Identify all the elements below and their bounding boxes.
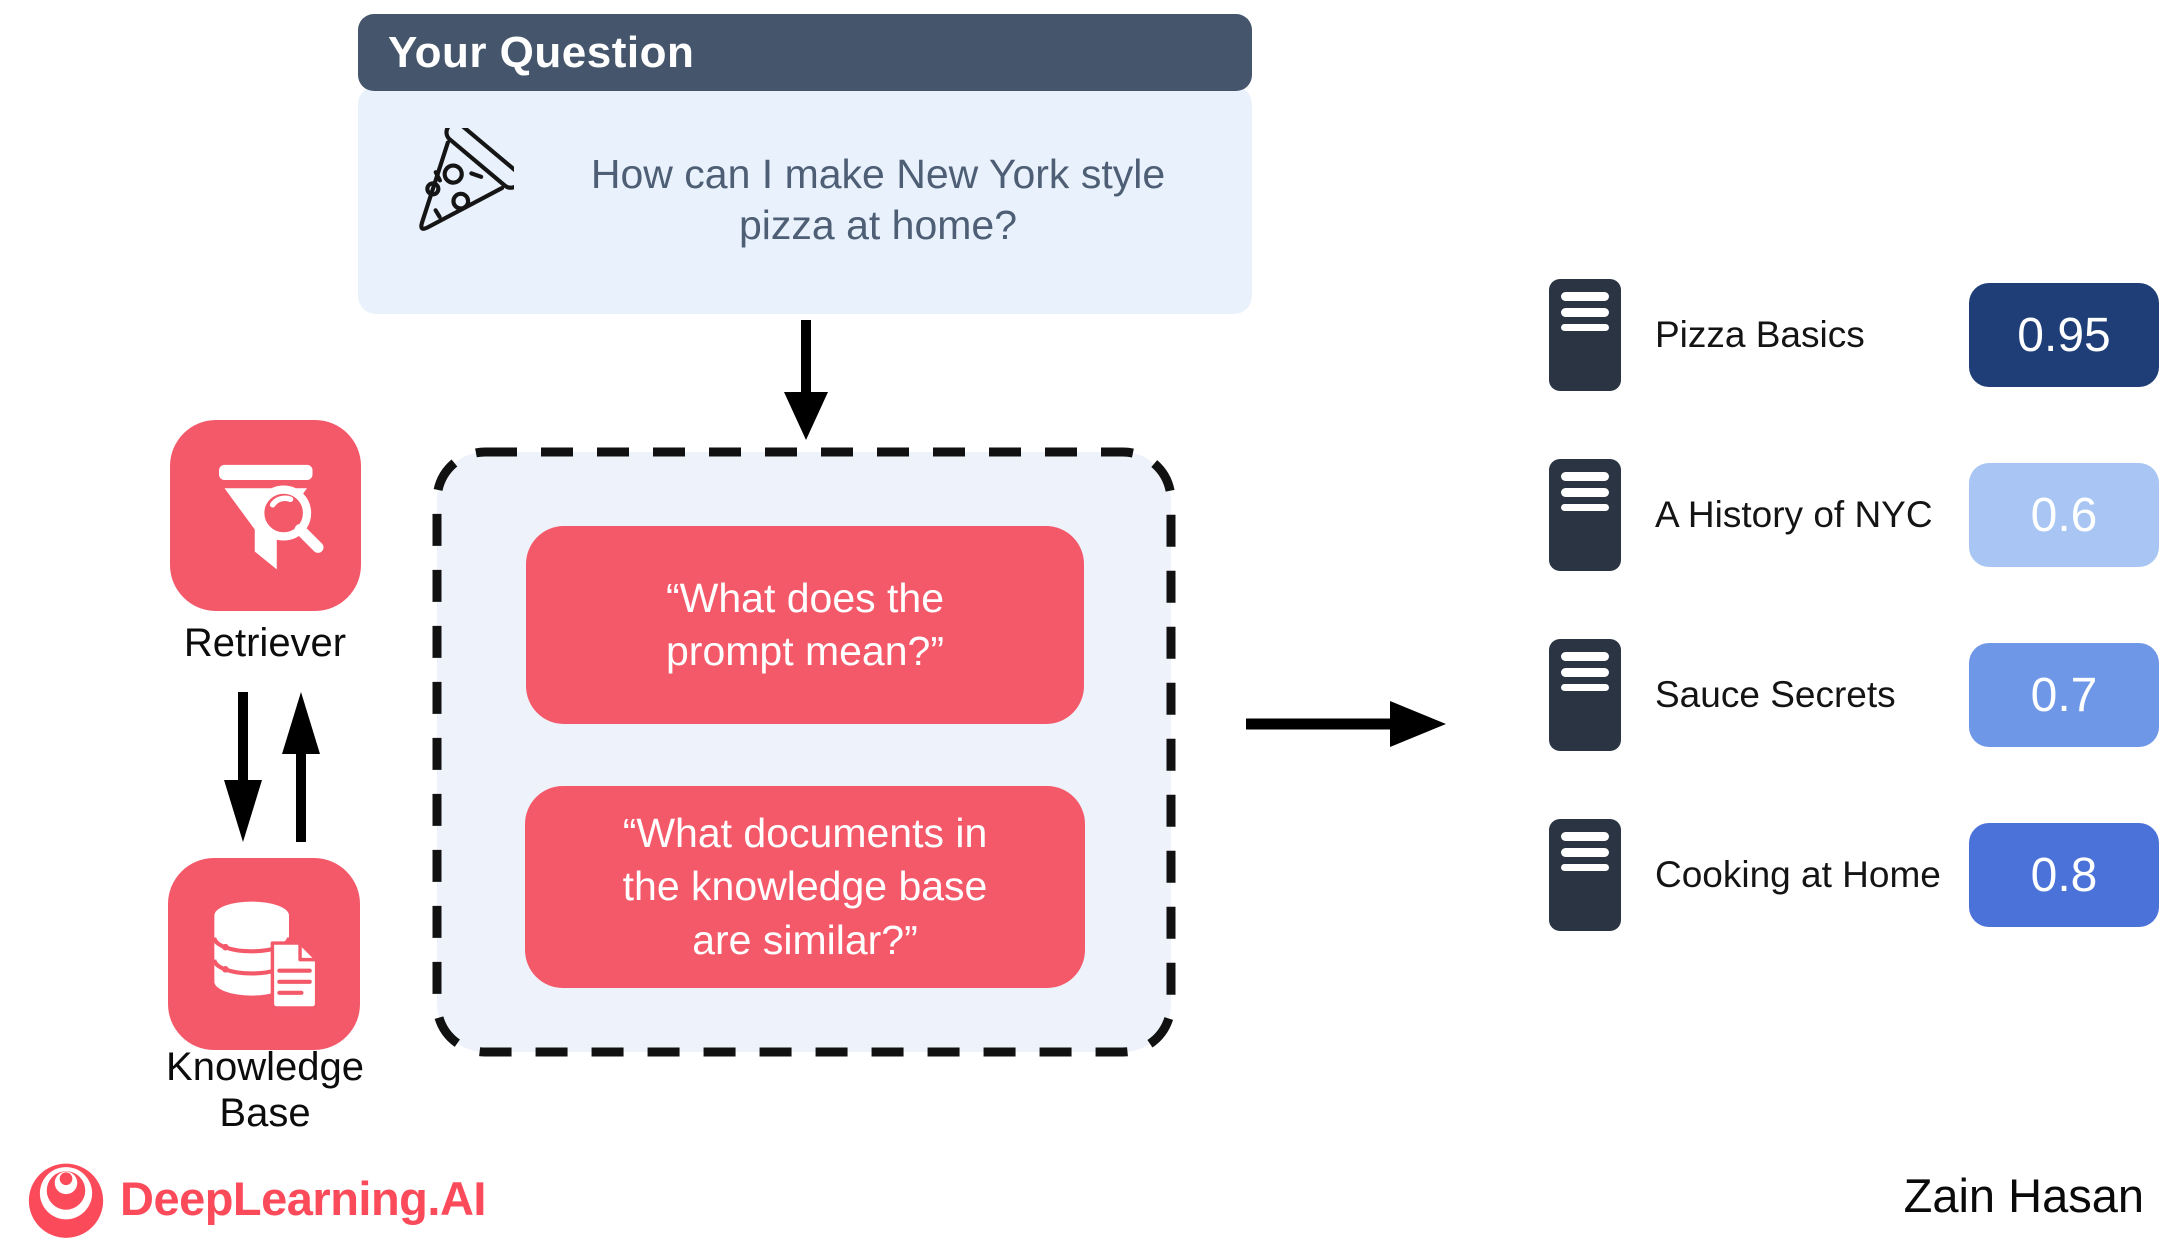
document-icon	[1549, 639, 1621, 751]
question-panel	[358, 86, 1252, 314]
result-title: Pizza Basics	[1655, 314, 1865, 355]
knowledge-base-label: Knowledge Base	[95, 1044, 435, 1136]
retriever-label: Retriever	[183, 621, 347, 665]
score-badge: 0.95	[1969, 283, 2159, 387]
result-row-sauce-secrets: Sauce Secrets 0.7	[1549, 636, 2159, 754]
question-panel-title: Your Question	[388, 27, 695, 77]
funnel-search-icon	[218, 464, 324, 570]
deeplearning-ai-logo: DeepLearning.AI	[22, 1150, 486, 1246]
document-icon	[1549, 279, 1621, 391]
result-row-history-of-nyc: A History of NYC 0.6	[1549, 456, 2159, 574]
kb-label-line: Knowledge	[166, 1045, 364, 1089]
question-text-line: How can I make New York style	[590, 150, 1166, 197]
kb-label-line: Base	[219, 1091, 311, 1135]
result-title: Sauce Secrets	[1655, 674, 1896, 715]
question-text: How can I make New York style pizza at h…	[520, 88, 1236, 312]
bubble-line: “What does the	[665, 574, 945, 621]
deeplearning-ai-wordmark: DeepLearning.AI	[120, 1171, 486, 1225]
result-title: Cooking at Home	[1655, 854, 1941, 895]
query-bubble-similar-documents: “What documents in the knowledge base ar…	[525, 786, 1085, 988]
result-row-pizza-basics: Pizza Basics 0.95	[1549, 276, 2159, 394]
knowledge-base-tile	[168, 858, 360, 1050]
question-text-line: pizza at home?	[738, 202, 1018, 248]
arrow-right-icon	[1246, 701, 1446, 747]
result-row-cooking-at-home: Cooking at Home 0.8	[1549, 816, 2159, 934]
score-badge: 0.6	[1969, 463, 2159, 567]
query-bubble-prompt-meaning: “What does the prompt mean?”	[526, 526, 1084, 724]
retriever-tile	[170, 420, 361, 611]
bubble-line: “What documents in	[622, 810, 988, 857]
result-title: A History of NYC	[1655, 494, 1933, 535]
bubble-line: are similar?”	[692, 916, 918, 963]
deeplearning-ai-logo-icon	[28, 1163, 104, 1238]
document-icon	[1549, 459, 1621, 571]
document-icon	[1549, 819, 1621, 931]
pizza-slice-icon	[419, 128, 514, 231]
database-documents-icon	[212, 901, 319, 1010]
score-badge: 0.7	[1969, 643, 2159, 747]
score-badge: 0.8	[1969, 823, 2159, 927]
question-panel-header: Your Question	[358, 14, 1252, 91]
author-credit: Zain Hasan	[1903, 1169, 2144, 1222]
bubble-line: prompt mean?”	[665, 628, 944, 674]
bubble-line: the knowledge base	[622, 863, 988, 910]
arrow-down-icon	[784, 320, 828, 440]
arrow-down-up-icons	[224, 692, 320, 842]
